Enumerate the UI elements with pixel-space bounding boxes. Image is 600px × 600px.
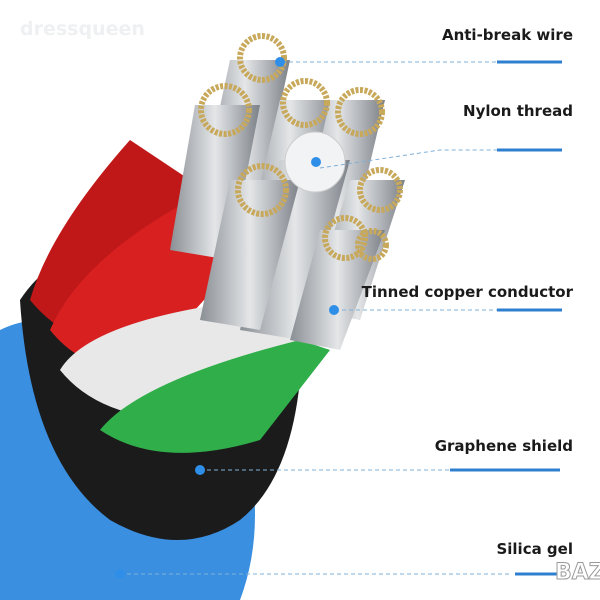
label-silica-gel: Silica gel [496, 540, 573, 558]
label-nylon-thread: Nylon thread [463, 102, 573, 120]
callout-bars [450, 60, 562, 576]
callout-lines [120, 61, 510, 575]
label-anti-break-wire: Anti-break wire [441, 26, 573, 44]
gold-tinned-rings [198, 33, 403, 262]
label-graphene-shield: Graphene shield [434, 437, 573, 455]
callout-dots [115, 57, 339, 579]
label-tinned-copper-conductor: Tinned copper conductor [361, 283, 573, 301]
conductor-strands [170, 60, 405, 350]
corner-watermark: BAZAR [555, 560, 600, 586]
watermark: dressqueen [20, 18, 145, 40]
